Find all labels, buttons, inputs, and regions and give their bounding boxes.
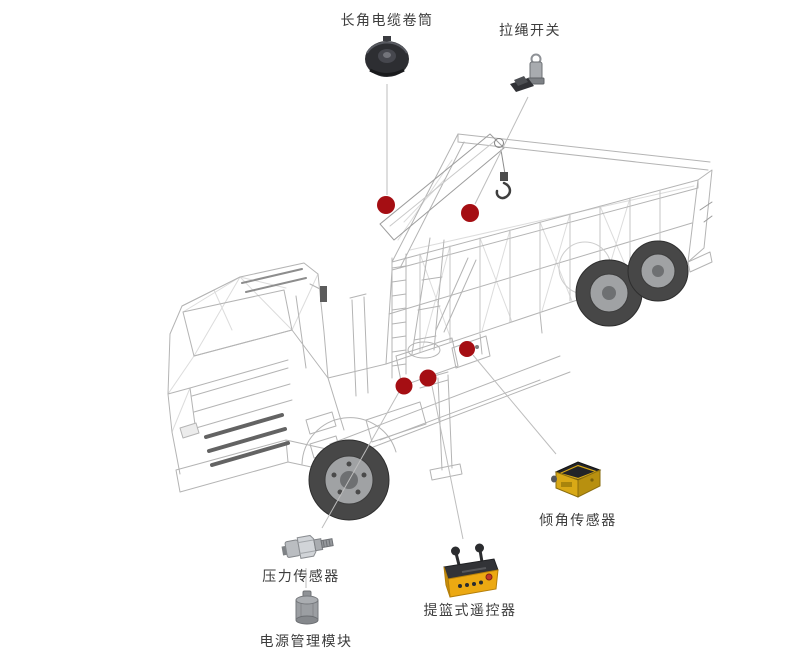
tilt-sensor-icon: [548, 453, 606, 501]
wireframe-mesh: [167, 159, 695, 433]
truck-cab: [167, 262, 397, 493]
side-mirror: [320, 286, 327, 302]
label-tilt-sensor: 倾角传感器: [539, 513, 617, 529]
leader-lines: [305, 84, 557, 588]
sensor-marker-dot: [377, 196, 395, 214]
label-pressure-sensor: 压力传感器: [262, 569, 340, 585]
label-remote-control: 提篮式遥控器: [423, 603, 517, 619]
truck-wireframe-illustration: [167, 133, 713, 521]
leader-line: [472, 354, 557, 455]
label-cable-reel: 长角电缆卷筒: [340, 13, 434, 29]
pull-rope-switch-icon: [508, 52, 552, 94]
sensor-marker-dot: [459, 341, 475, 357]
crane-hook: [495, 181, 512, 200]
basket-remote-control-icon: [436, 541, 502, 599]
pressure-sensor-icon: [281, 529, 335, 565]
sensor-markers: [377, 196, 479, 395]
crane-assembly: [379, 133, 512, 481]
sensor-marker-dot: [461, 204, 479, 222]
sensor-marker-dot: [395, 377, 413, 395]
label-power-module: 电源管理模块: [259, 634, 353, 650]
cable-reel-icon: [362, 34, 412, 80]
grille-bars: [204, 413, 290, 467]
leader-line: [474, 96, 529, 205]
roof-deflector-slats: [241, 268, 307, 293]
leader-line: [431, 385, 464, 540]
truck-chassis: [329, 292, 603, 463]
label-pull-switch: 拉绳开关: [499, 23, 561, 39]
leader-line: [321, 391, 400, 529]
headlight: [179, 422, 200, 439]
power-management-module-icon: [292, 590, 322, 630]
outrigger-foot: [429, 463, 463, 481]
crane-hook-block: [500, 172, 508, 181]
sensor-marker-dot: [419, 369, 437, 387]
truck-wheels: [308, 240, 689, 521]
